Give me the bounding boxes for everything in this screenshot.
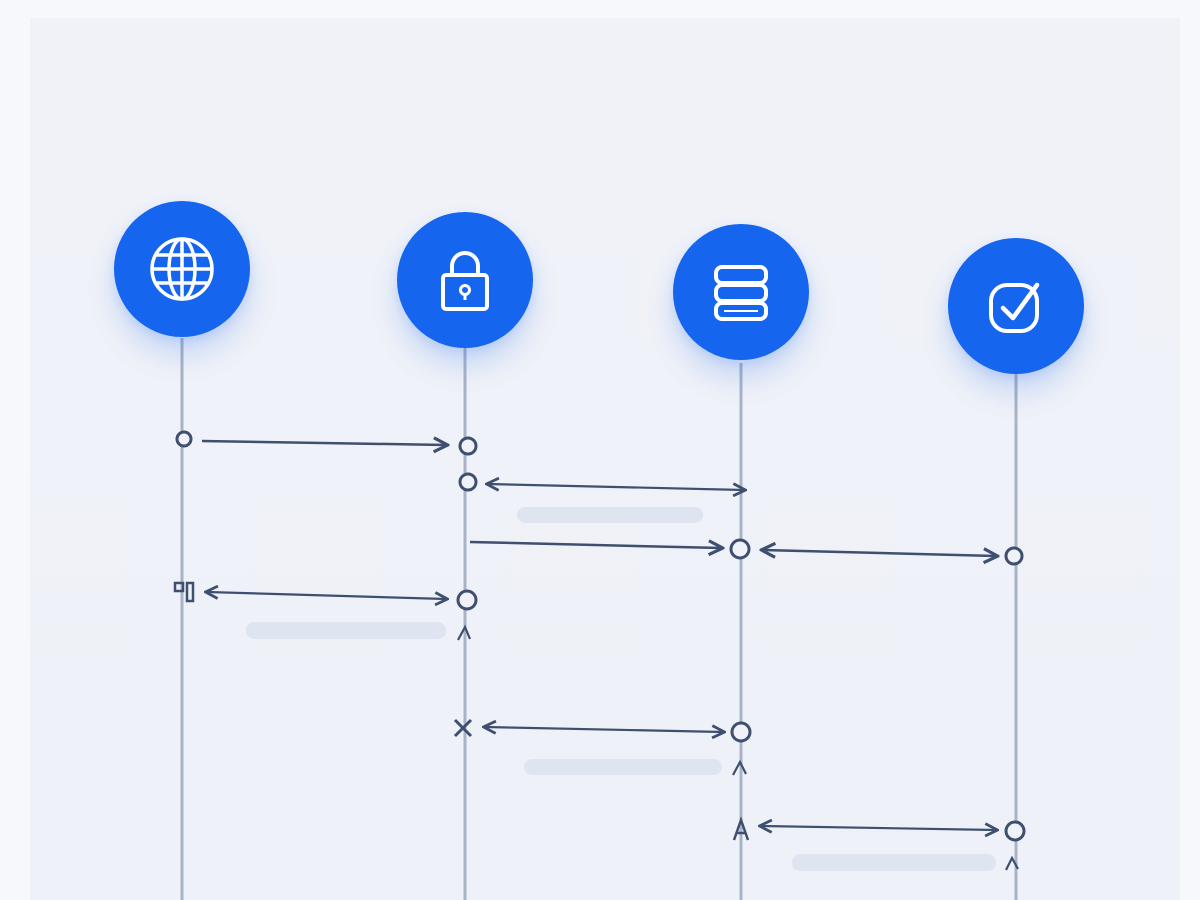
label-bar xyxy=(792,854,996,871)
lock-icon xyxy=(441,251,489,311)
label-caret xyxy=(732,759,747,776)
message-arrow xyxy=(763,550,996,556)
message-node xyxy=(175,430,193,448)
label-bar xyxy=(517,507,703,523)
diagram-layer xyxy=(173,338,1026,900)
database-icon xyxy=(714,265,768,321)
actor-lock xyxy=(397,212,533,348)
message-node xyxy=(730,721,752,743)
globe-icon xyxy=(150,237,214,301)
label-bar xyxy=(246,622,446,639)
message-arrow xyxy=(207,592,446,599)
message-node xyxy=(458,436,478,456)
message-start-glyph xyxy=(173,581,195,603)
label-caret xyxy=(457,624,472,641)
message-node xyxy=(1004,546,1024,566)
sequence-diagram xyxy=(30,18,1180,900)
message-arrow xyxy=(485,727,723,732)
message-arrow xyxy=(201,441,446,445)
message-arrow xyxy=(488,484,744,490)
label-bar xyxy=(524,759,722,775)
label-caret xyxy=(1005,855,1019,871)
message-arrow xyxy=(761,826,996,830)
actor-check xyxy=(948,238,1084,374)
actor-globe xyxy=(114,201,250,337)
actor-database xyxy=(673,224,809,360)
message-start-glyph xyxy=(732,816,750,841)
message-node xyxy=(458,472,478,492)
message-node xyxy=(1004,820,1026,842)
message-arrow xyxy=(469,542,721,548)
message-node xyxy=(456,589,478,611)
message-start-glyph xyxy=(453,718,473,738)
message-node xyxy=(729,538,751,560)
check-icon xyxy=(989,282,1040,333)
